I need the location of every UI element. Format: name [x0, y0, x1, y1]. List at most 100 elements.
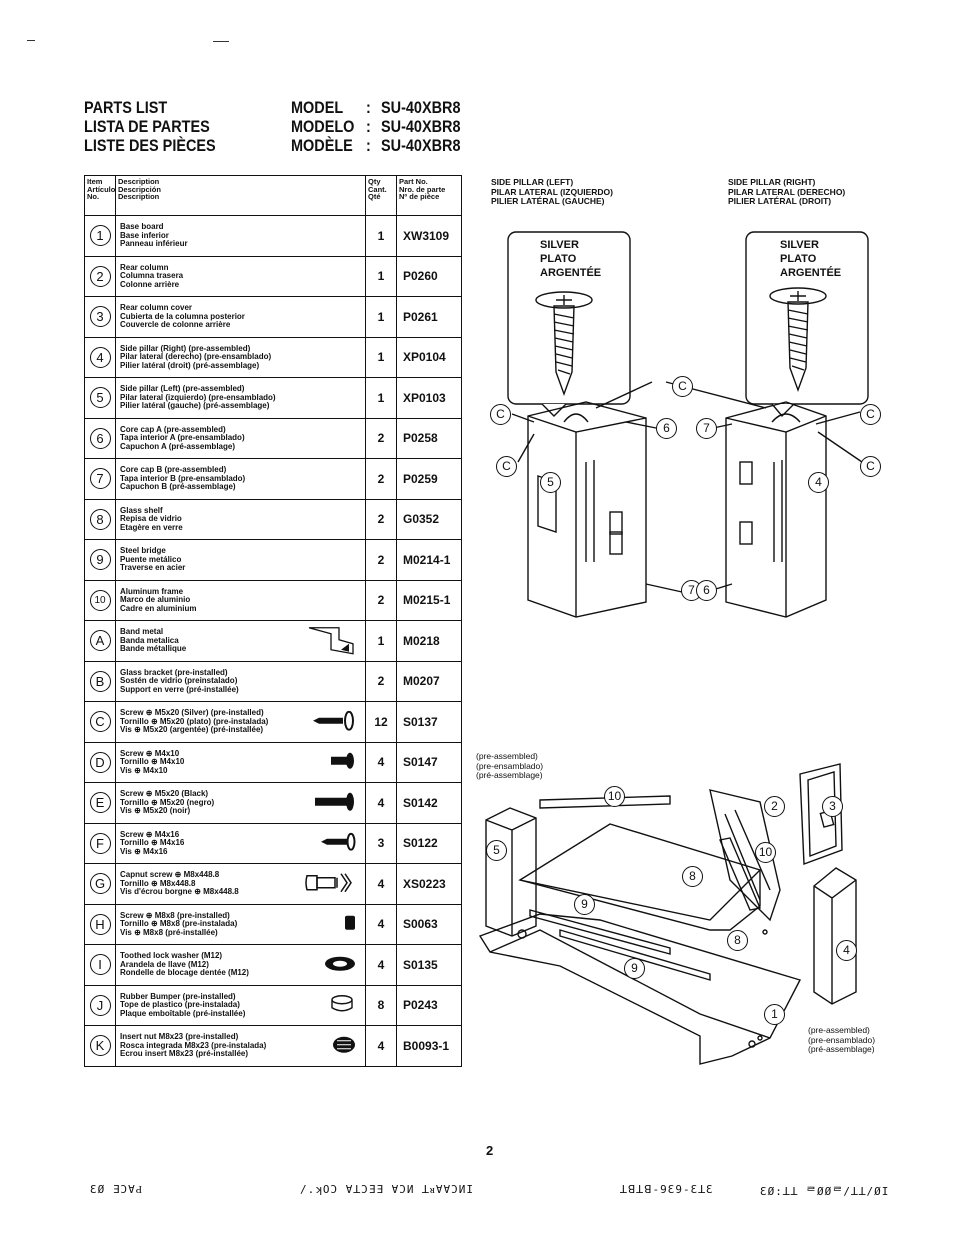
desc-fr: Étagère en verre: [120, 523, 183, 532]
part-number-cell: P0260: [396, 255, 462, 297]
right-pillar-heading: SIDE PILLAR (RIGHT) PILAR LATERAL (DEREC…: [728, 177, 846, 207]
callout-c: C: [860, 404, 881, 425]
header-part-fr: Nº de pièce: [399, 192, 440, 201]
desc-en: Glass bracket (pre-installed): [120, 668, 228, 677]
callout-3: 3: [822, 796, 843, 817]
page-number: 2: [486, 1143, 494, 1158]
desc-fr: Rondelle de blocage dentée (M12): [120, 969, 249, 977]
pre-es: (pre-ensamblado): [476, 760, 544, 771]
desc-es: Tope de plastico (pre-instalada): [120, 1001, 240, 1009]
right-heading-es: PILAR LATERAL (DERECHO): [728, 186, 846, 197]
desc-fr: Traverse en acier: [120, 564, 186, 572]
item-number: 5: [89, 387, 111, 409]
desc-en: Core cap B (pre-assembled): [120, 466, 227, 474]
desc-fr: Écrou insert M8x23 (pré-installée): [120, 1050, 249, 1058]
pre-fr: (pré-assemblage): [476, 770, 543, 780]
header-desc-fr: Description: [118, 192, 160, 201]
qty-cell: 2: [365, 579, 397, 621]
item-number: 9: [89, 549, 111, 571]
item-cell: K: [84, 1025, 116, 1067]
part-number-cell: M0214-1: [396, 539, 462, 581]
part-number-cell: XP0104: [396, 336, 462, 378]
qty-cell: 2: [365, 539, 397, 581]
left-screw-callout-box: [507, 231, 631, 405]
band-metal-icon: [305, 624, 357, 659]
desc-en: Screw ⊕ M4x10: [120, 749, 180, 758]
item-number: E: [89, 792, 111, 814]
item-number: 3: [89, 306, 111, 328]
header-qty-es: Cant.: [368, 184, 387, 194]
qty-cell: 1: [365, 296, 397, 338]
right-heading-en: SIDE PILLAR (RIGHT): [728, 177, 816, 187]
title-en: PARTS LIST: [84, 98, 168, 117]
description-cell: Screw ⊕ M5x20 (Black)Tornillo ⊕ M5x20 (n…: [115, 782, 366, 824]
part-number-cell: M0207: [396, 660, 462, 702]
qty-cell: 4: [365, 1025, 397, 1067]
desc-en: Glass shelf: [120, 506, 163, 515]
left-side-pillar-small: [485, 807, 537, 937]
qty-cell: 1: [365, 255, 397, 297]
qty-cell: 4: [365, 741, 397, 783]
item-cell: 5: [84, 377, 116, 419]
part-number-cell: S0137: [396, 701, 462, 743]
desc-en: Side pillar (Left) (pre-assembled): [120, 385, 245, 393]
description-cell: Rubber Bumper (pre-installed)Tope de pla…: [115, 984, 366, 1026]
desc-fr: Pilier latéral (droit) (pré-assemblage): [120, 361, 260, 370]
item-cell: 8: [84, 498, 116, 540]
desc-es: Rosca integrada M8x23 (pre-instalada): [120, 1041, 267, 1050]
qty-cell: 12: [365, 701, 397, 743]
description-cell: Screw ⊕ M8x8 (pre-installed)Tornillo ⊕ M…: [115, 903, 366, 945]
part-number-cell: P0259: [396, 458, 462, 500]
part-number-cell: P0243: [396, 984, 462, 1026]
right-screw-callout-box: [745, 231, 869, 405]
qty-cell: 2: [365, 660, 397, 702]
screw-medium-icon: [319, 833, 357, 854]
side-pillars-diagram: SILVER PLATO ARGENTÉE SILVER PLATO ARGEN…: [507, 231, 869, 618]
screw-long-icon: [311, 710, 357, 734]
header-desc-en: Description: [118, 177, 160, 186]
qty-cell: 4: [365, 863, 397, 905]
item-number: 7: [89, 468, 111, 490]
callout-5: 5: [540, 472, 561, 493]
model-number: SU-40XBR8: [381, 117, 461, 136]
item-number: K: [89, 1035, 111, 1057]
part-number-cell: P0261: [396, 296, 462, 338]
desc-es: Tornillo ⊕ M5x20 (plato) (pre-instalada): [120, 717, 269, 726]
aluminum-frame: [719, 837, 761, 911]
model-labels: MODEL MODELO MODÈLE: [291, 98, 354, 155]
header-part-en: Part No.: [399, 177, 428, 186]
sep: :: [366, 98, 371, 117]
silver-screw-icon: [535, 291, 593, 397]
part-number-cell: M0218: [396, 620, 462, 662]
callout-8: 8: [682, 866, 703, 887]
desc-en: Screw ⊕ M5x20 (Black): [120, 790, 209, 798]
desc-fr: Vis ⊕ M5x20 (noir): [120, 807, 191, 815]
desc-en: Rear column cover: [120, 304, 193, 312]
desc-fr: Panneau inférieur: [120, 240, 188, 248]
desc-fr: Capuchon A (pré-assemblage): [120, 442, 235, 451]
fax-footer-number: ꓕꓭꓕꓭ-9Ɛ9-ƐꓕƐ: [620, 1183, 714, 1196]
part-number-cell: M0215-1: [396, 579, 462, 621]
item-number: 4: [89, 346, 111, 368]
model-es: MODELO: [291, 117, 355, 136]
pre-fr: (pré-assemblage): [808, 1044, 875, 1054]
desc-es: Arandela de llave (M12): [120, 960, 209, 969]
desc-es: Tapa interior A (pre-ensamblado): [120, 434, 245, 442]
fax-footer-date: ƐØ:ꓕꓕ ᄅØØᄅ/ꓕꓕ/ØI: [760, 1185, 890, 1198]
part-number-cell: S0142: [396, 782, 462, 824]
left-heading-fr: PILIER LATÉRAL (GAUCHE): [491, 196, 605, 206]
qty-cell: 1: [365, 336, 397, 378]
item-cell: C: [84, 701, 116, 743]
desc-es: Tornillo ⊕ M8x448.8: [120, 879, 196, 888]
